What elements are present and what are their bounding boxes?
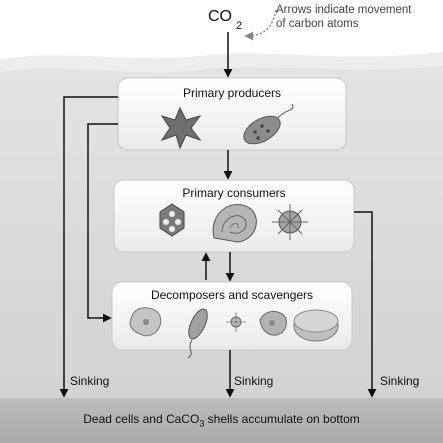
right-sinking-arrow [354, 211, 377, 398]
star-diatom-illustration [160, 106, 202, 150]
sea-floor [0, 398, 443, 443]
caption-subscript: 3 [199, 418, 205, 429]
foraminifera-shell-illustration [212, 204, 257, 243]
co2-label: CO 2 [208, 8, 242, 32]
co2-base: CO [208, 8, 232, 25]
consumers-title: Primary consumers [182, 186, 286, 200]
sinking-label-middle: Sinking [234, 374, 274, 388]
seafloor-caption: Dead cells and CaCO3 shells accumulate o… [0, 412, 443, 428]
caption-prefix: Dead cells and CaCO [83, 412, 200, 426]
sinking-label-right: Sinking [380, 374, 420, 388]
radiolarian-lattice-illustration [159, 203, 185, 237]
left-sinking-arrow [59, 96, 118, 398]
caption-suffix: shells accumulate on bottom [204, 412, 360, 426]
annotation-note: Arrows indicate movement of carbon atoms [276, 3, 412, 31]
producers-to-decomposers-arrow [87, 123, 118, 323]
small-protist-illustration [226, 312, 246, 332]
radiolarian-spiny-illustration [272, 204, 308, 240]
decomposers-box [111, 281, 353, 351]
decomposers-title: Decomposers and scavengers [150, 288, 314, 302]
annotation-line-2: of carbon atoms [276, 18, 359, 30]
annotation-line-1: Arrows indicate movement [276, 4, 412, 16]
producers-title: Primary producers [182, 86, 282, 100]
co2-subscript: 2 [236, 20, 243, 33]
ciliate-illustration [259, 311, 287, 336]
flagellate-decomposer-illustration [187, 308, 208, 359]
shell-debris-illustration [293, 309, 339, 342]
amoeba-illustration [129, 307, 162, 337]
annotation-arrow [244, 9, 277, 41]
ocean-surface [0, 52, 443, 73]
flagellate-illustration [243, 103, 294, 145]
sinking-label-left: Sinking [70, 374, 110, 388]
